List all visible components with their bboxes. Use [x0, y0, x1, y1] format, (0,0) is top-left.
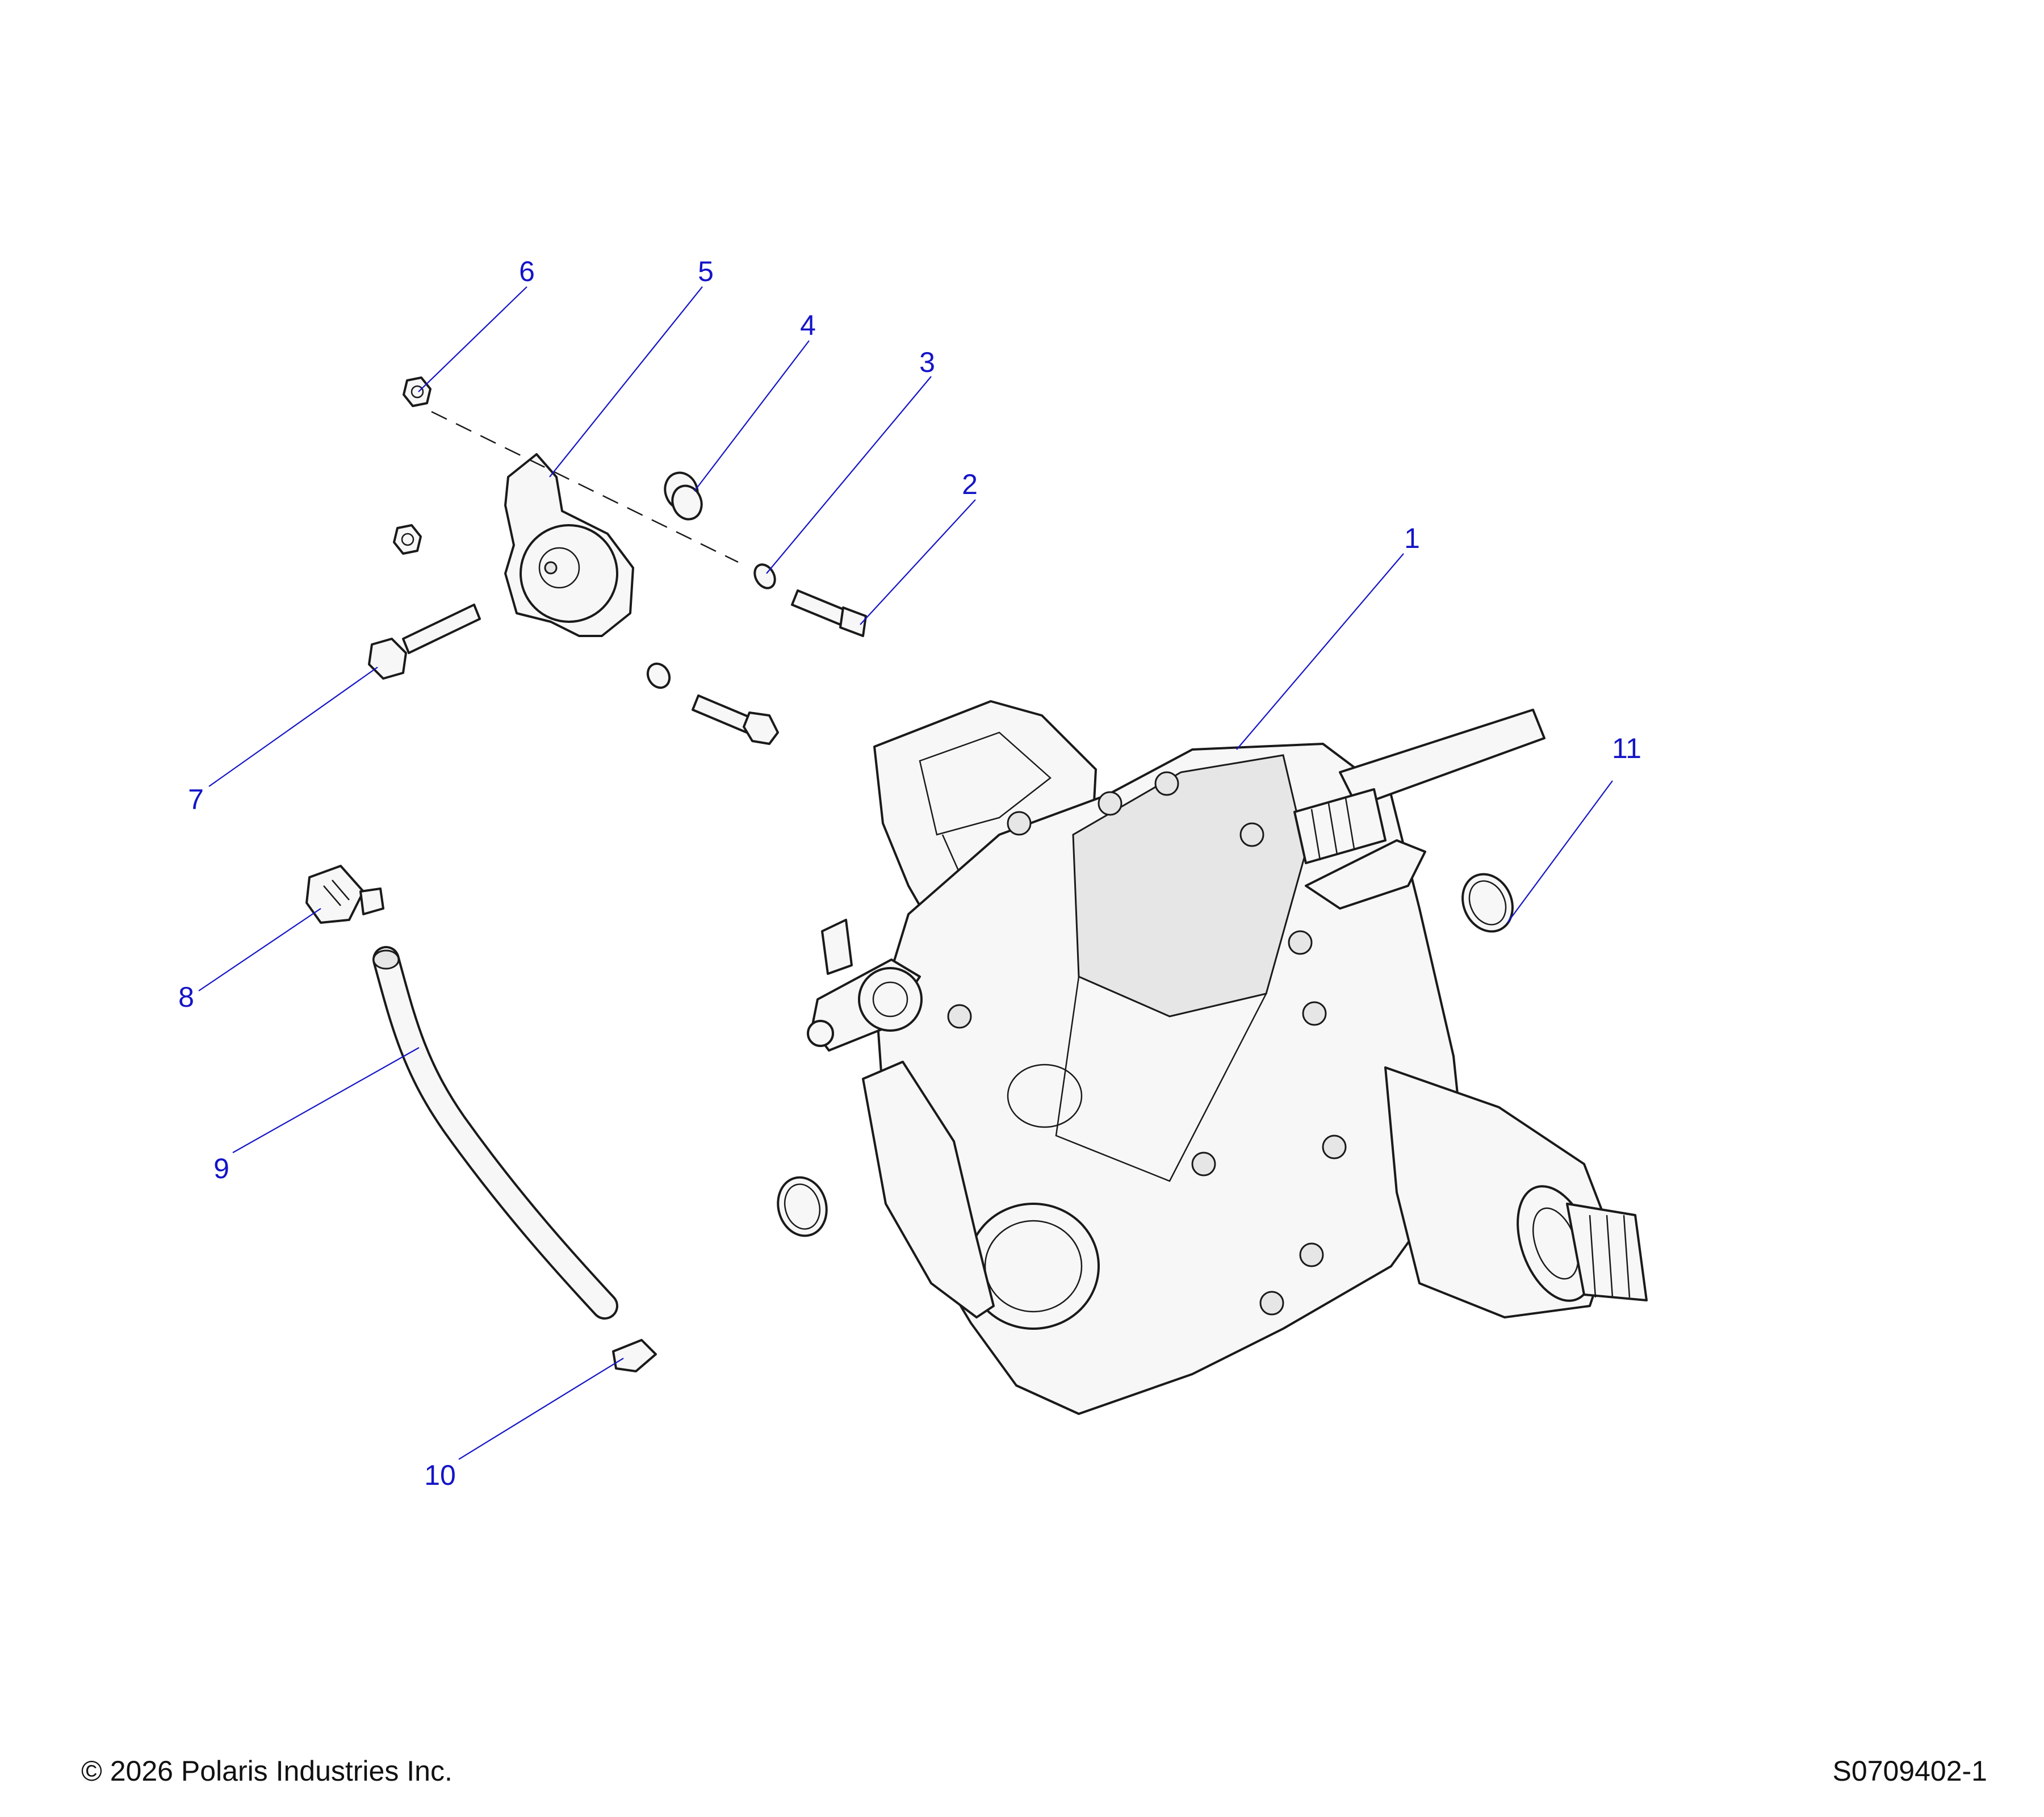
leader-line-11 [1507, 780, 1613, 923]
leader-line-5 [549, 286, 703, 478]
callout-4[interactable]: 4 [800, 309, 816, 341]
callout-9[interactable]: 9 [213, 1153, 229, 1184]
leader-line-4 [694, 340, 810, 492]
o-ring-part-11 [1461, 873, 1514, 933]
washer-and-bolt-unlabeled [646, 662, 779, 745]
callout-3[interactable]: 3 [919, 346, 935, 378]
callout-11[interactable]: 11 [1612, 732, 1641, 764]
drawing-number: S0709402-1 [1832, 1755, 1987, 1787]
callout-5[interactable]: 5 [698, 256, 714, 287]
o-ring-unlabeled [777, 1176, 828, 1237]
leader-line-3 [766, 376, 932, 574]
callout-10[interactable]: 10 [424, 1459, 456, 1491]
callout-2[interactable]: 2 [962, 468, 978, 500]
leader-line-2 [860, 499, 976, 625]
leader-line-10 [458, 1358, 624, 1460]
elbow-fitting-part-8 [305, 865, 384, 924]
bolt-part-7 [368, 604, 481, 680]
leader-line-7 [208, 667, 378, 787]
leader-line-6 [418, 286, 527, 392]
nut-unlabeled [393, 524, 422, 555]
vent-hose-part-9 [372, 946, 618, 1320]
washer-part-3 [753, 563, 776, 589]
bolt-part-2 [791, 589, 867, 637]
callout-7[interactable]: 7 [188, 784, 204, 815]
nut-part-6 [403, 376, 432, 407]
callout-8[interactable]: 8 [178, 981, 194, 1013]
sensor-part-5 [504, 453, 634, 637]
callout-6[interactable]: 6 [519, 256, 535, 287]
leader-line-8 [198, 908, 321, 991]
grommet-part-4 [664, 471, 703, 521]
assembly-axis-line [431, 411, 739, 563]
leader-line-9 [232, 1047, 420, 1153]
transmission-assembly [807, 700, 1648, 1415]
copyright-notice: © 2026 Polaris Industries Inc. [81, 1755, 453, 1787]
hose-clamp-part-10 [612, 1339, 657, 1372]
callout-1[interactable]: 1 [1404, 522, 1420, 554]
leader-line-1 [1236, 553, 1404, 750]
